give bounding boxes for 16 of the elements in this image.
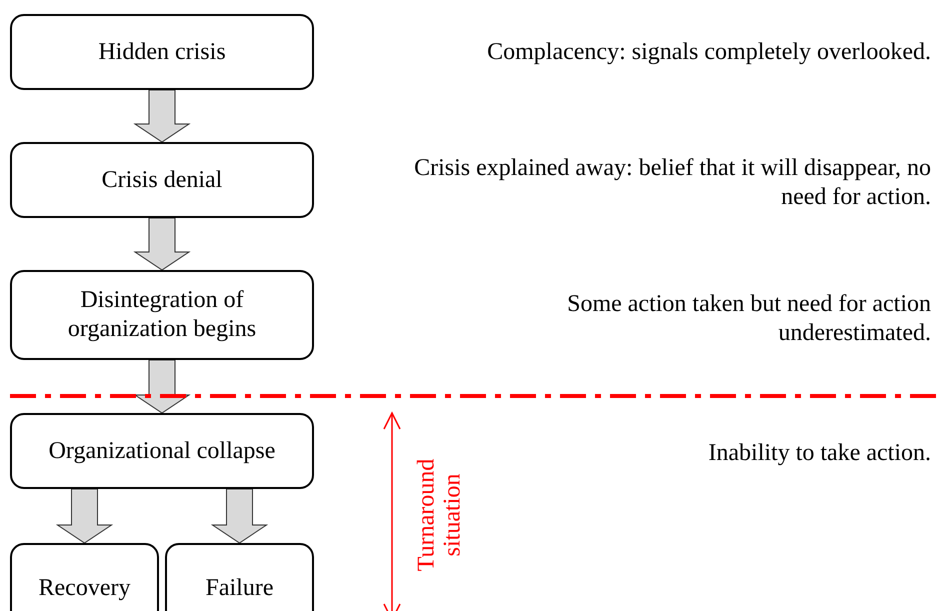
block-arrow: [133, 360, 191, 414]
block-arrow: [133, 90, 191, 143]
description-text: Some action taken but need for action underestimated.: [566, 290, 931, 348]
block-arrow: [210, 488, 268, 544]
stage-box: Crisis denial: [10, 142, 314, 218]
stage-box: Hidden crisis: [10, 14, 314, 90]
description-text: Complacency: signals completely overlooked.: [487, 38, 931, 67]
block-arrow: [56, 488, 114, 544]
stage-box: Disintegration of organization begins: [10, 270, 314, 360]
description-text: Crisis explained away: belief that it will disappear, no need for action.: [413, 154, 931, 212]
stage-box: Recovery: [10, 543, 159, 611]
description-text: Inability to take action.: [708, 439, 931, 468]
stage-box: Organizational collapse: [10, 413, 314, 489]
stage-box: Failure: [165, 543, 314, 611]
block-arrow: [133, 218, 191, 271]
vertical-label: Turnaround situation: [414, 458, 466, 574]
